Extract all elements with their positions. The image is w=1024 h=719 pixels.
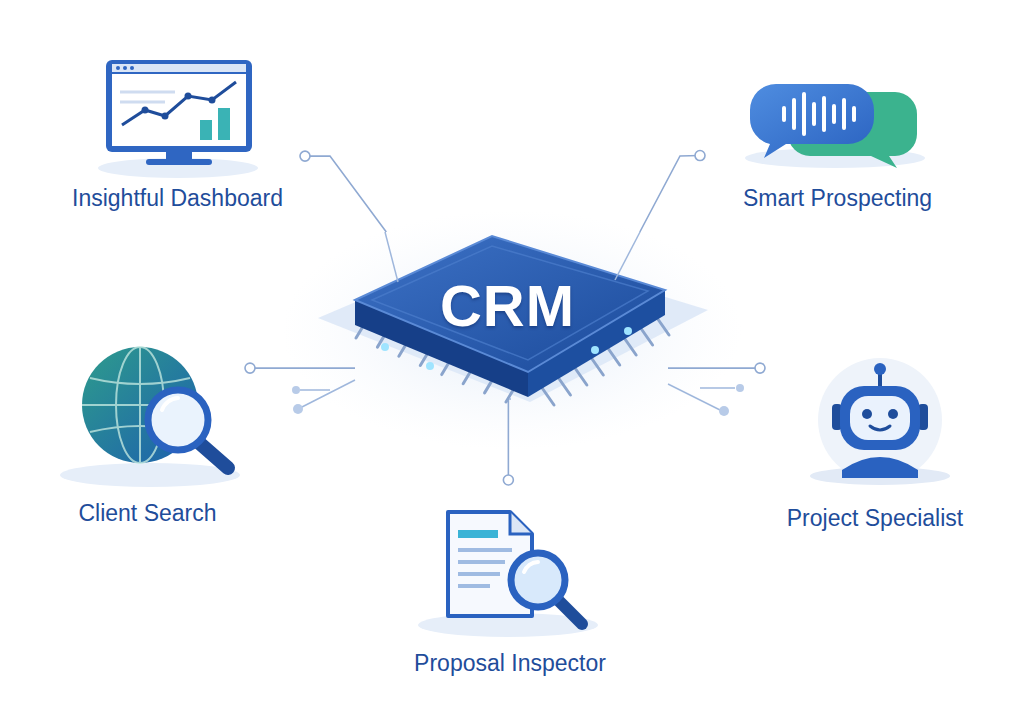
chip-illustration (282, 210, 744, 450)
connector-dot (503, 475, 513, 485)
document-search-icon (418, 512, 598, 637)
feature-node: Client Search (45, 340, 250, 530)
feature-node: Insightful Dashboard (50, 60, 305, 215)
feature-node: Project Specialist (760, 340, 990, 535)
connector-line (640, 156, 700, 232)
feature-label: Insightful Dashboard (72, 185, 283, 211)
connector-dot (300, 151, 310, 161)
connector-line (305, 156, 386, 232)
feature-label: Proposal Inspector (414, 650, 606, 676)
chip-label: CRM (440, 272, 575, 339)
connector-line (250, 367, 355, 369)
chip-node: CRM (355, 232, 668, 400)
feature-label: Project Specialist (787, 505, 963, 531)
feature-label: Smart Prospecting (743, 185, 932, 211)
monitor-icon (98, 60, 258, 178)
connector-dot (245, 363, 255, 373)
feature-node: Smart Prospecting (700, 70, 975, 215)
robot-icon (810, 358, 950, 485)
speech-icon (745, 84, 925, 168)
connector-line (668, 367, 760, 369)
connector-dot (695, 151, 705, 161)
feature-node: Proposal Inspector (385, 480, 635, 680)
feature-label: Client Search (78, 500, 216, 526)
connector-line (508, 400, 510, 480)
connector-dot (755, 363, 765, 373)
globe-search-icon (60, 347, 240, 487)
